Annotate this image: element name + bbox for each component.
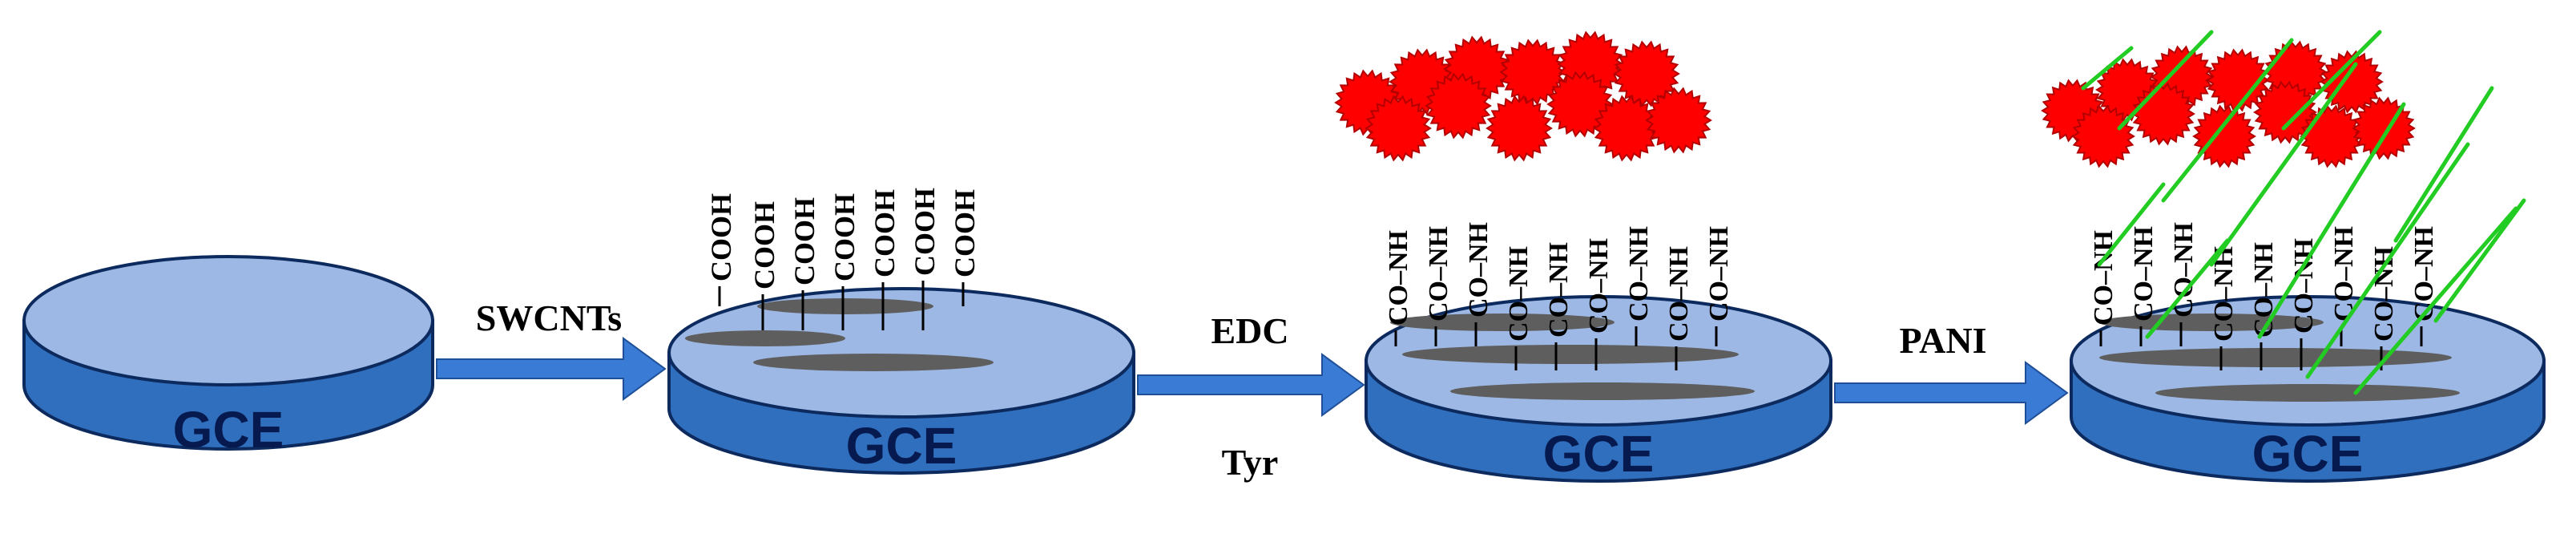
enzyme-particle [1486, 95, 1553, 162]
functional-group-label: CO–NH [2289, 238, 2319, 334]
pani-chain [2305, 142, 2470, 379]
swcnt-tube [753, 354, 994, 371]
step-label-edc: EDC [1211, 310, 1288, 351]
pani-chain [2097, 182, 2166, 267]
pani-chain [2145, 238, 2230, 339]
functional-group-label: CO–NH [1544, 242, 1574, 338]
enzyme-particle [2071, 104, 2135, 168]
pani-chain [2281, 30, 2382, 131]
step-label-tyr: Tyr [1222, 442, 1279, 483]
functional-group-label: COOH [869, 189, 901, 277]
process-arrow-2 [1137, 353, 1365, 417]
functional-group-label: CO–NH [2329, 226, 2359, 322]
functional-group-label: CO–NH [2409, 226, 2439, 322]
functional-group-label: COOH [788, 197, 820, 285]
swcnt-tube [1390, 314, 1615, 331]
pani-chain [2161, 38, 2294, 203]
electrode-label-bare: GCE [173, 401, 284, 459]
electrode-top [667, 287, 1135, 419]
functional-group-label: CO–NH [1424, 226, 1453, 322]
pani-chain [2433, 198, 2526, 323]
swcnt-tube [2155, 384, 2460, 402]
enzyme-particle [1593, 95, 1660, 162]
electrode-bare [22, 255, 434, 451]
functional-group-label: COOH [705, 193, 737, 281]
functional-group-label: COOH [828, 193, 861, 281]
enzyme-particle [2253, 80, 2317, 144]
swcnt-tube [1450, 382, 1755, 400]
enzyme-particle [1425, 72, 1492, 140]
pani-chain [2257, 102, 2406, 339]
functional-group-label: COOH [949, 189, 981, 277]
swcnt-tube [685, 330, 845, 346]
swcnt-tube [1402, 345, 1739, 364]
functional-group-label: CO–NH [1584, 238, 1614, 334]
functional-group-label: COOH [748, 201, 780, 289]
pani-chain [2353, 206, 2518, 395]
pani-chain [2117, 30, 2214, 131]
step-label-pani: PANI [1899, 320, 1986, 361]
swcnt-tube [2099, 348, 2452, 367]
swcnt-tube [757, 298, 933, 314]
enzyme-particle [2206, 48, 2270, 112]
electrode-layer [22, 255, 2546, 483]
electrode-swcnt [667, 287, 1135, 475]
enzyme-particle [1645, 87, 1712, 154]
functional-group-label: CO–NH [1664, 246, 1694, 342]
process-arrow-3 [1834, 361, 2069, 425]
step-label-swcnts: SWCNTs [476, 297, 622, 338]
electrode-label-pani: GCE [2252, 425, 2364, 483]
functional-group-label: CO–NH [1384, 230, 1413, 326]
functional-group-label: CO–NH [1464, 222, 1494, 318]
functional-group-label: CO–NH [2129, 226, 2159, 322]
functional-group-label: CO–NH [2169, 222, 2199, 318]
functional-group-label: CO–NH [1504, 246, 1534, 342]
pani-chain [2393, 86, 2494, 243]
functional-group-label: COOH [909, 188, 941, 276]
pani-chain [2209, 62, 2358, 267]
functional-group-label: CO–NH [2249, 242, 2279, 338]
functional-group-label: CO–NH [1624, 226, 1654, 322]
process-arrow-1 [436, 337, 667, 401]
electrode-label-tyr: GCE [1543, 425, 1655, 483]
functional-group-label: CO–NH [1704, 226, 1734, 322]
pani-chain [2081, 46, 2134, 91]
arrow-layer [436, 337, 2069, 425]
enzyme-particle [1365, 95, 1432, 162]
enzyme-particle [2192, 104, 2256, 168]
electrode-label-swcnt: GCE [846, 417, 957, 475]
enzyme-particle [1499, 38, 1566, 106]
electrode-top [22, 255, 434, 386]
functional-group-label: CO–NH [2369, 246, 2399, 342]
